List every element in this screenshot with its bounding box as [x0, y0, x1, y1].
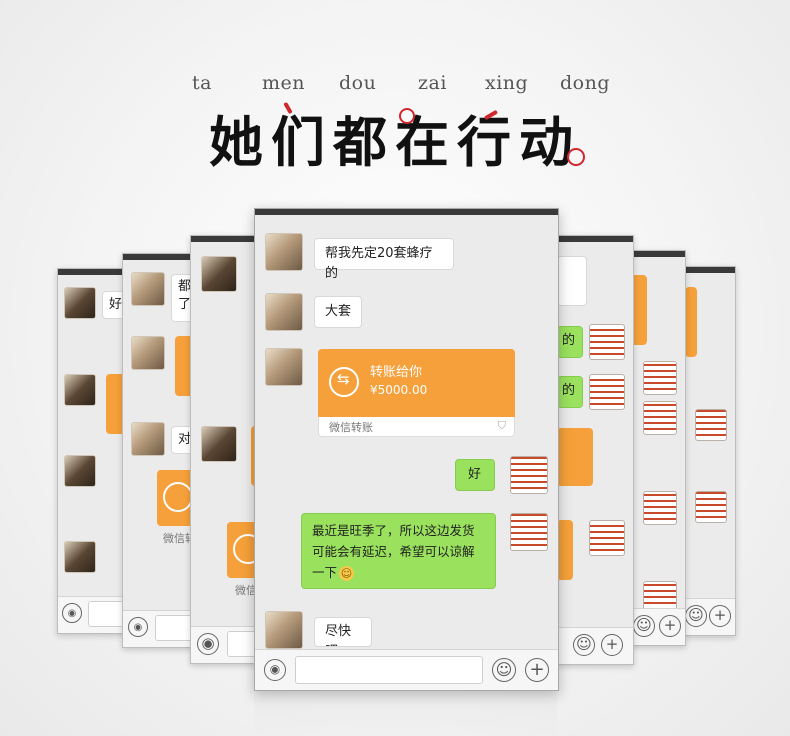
avatar — [265, 233, 303, 271]
title-decoration-circle — [399, 108, 415, 124]
emoji-icon[interactable]: ☺ — [492, 658, 516, 682]
message-text: 的 — [562, 333, 576, 348]
message-text: 好 — [109, 297, 123, 312]
avatar — [643, 401, 677, 435]
message-text: 对 — [178, 432, 192, 447]
pinyin-xing: xing — [485, 72, 529, 94]
avatar — [510, 513, 548, 551]
phone-left-3: 微信 ◉ — [190, 235, 262, 664]
status-bar — [255, 209, 558, 215]
voice-icon[interactable]: ◉ — [128, 617, 148, 637]
transfer-footer-bar: 微信转账 ⛉ — [318, 417, 515, 437]
message-text: 帮我先定20套蜂疗的 — [325, 246, 433, 281]
avatar — [510, 456, 548, 494]
status-bar — [631, 251, 685, 257]
shield-icon: ⛉ — [497, 419, 506, 432]
avatar — [131, 422, 165, 456]
transfer-card — [557, 428, 593, 486]
pinyin-men: men — [262, 72, 305, 94]
message-text: 都 — [178, 279, 192, 294]
avatar — [695, 409, 727, 441]
message-bubble: 帮我先定20套蜂疗的 — [314, 238, 454, 281]
avatar — [265, 611, 303, 649]
status-bar — [685, 267, 735, 273]
avatar — [64, 541, 96, 573]
status-bar — [58, 269, 136, 275]
avatar — [265, 348, 303, 386]
transfer-footer: 微信 — [235, 584, 257, 597]
check-icon — [163, 482, 193, 512]
message-bubble: 好 — [455, 459, 495, 491]
transfer-card — [631, 275, 647, 345]
transfer-amount: ¥5000.00 — [370, 383, 428, 397]
message-text: 了 — [178, 297, 192, 312]
transfer-card[interactable]: ⇆ 转账给你 ¥5000.00 微信转账 ⛉ — [318, 349, 515, 437]
avatar — [589, 324, 625, 360]
pinyin-dong: dong — [560, 72, 611, 94]
avatar — [589, 520, 625, 556]
plus-icon[interactable]: + — [709, 605, 731, 627]
message-text: 好 — [468, 467, 482, 482]
pinyin-dou: dou — [339, 72, 377, 94]
plus-icon[interactable]: + — [601, 634, 623, 656]
message-bubble: 尽快吧 — [314, 617, 372, 647]
avatar — [695, 491, 727, 523]
pinyin-ta: ta — [192, 72, 212, 94]
transfer-card — [685, 287, 697, 357]
avatar — [64, 455, 96, 487]
emoji-icon[interactable]: ☺ — [633, 615, 655, 637]
message-bubble: 大套 — [314, 296, 362, 328]
status-bar — [123, 254, 203, 260]
page-title: 她们都在行动 — [209, 111, 581, 174]
message-bubble — [557, 256, 587, 306]
status-bar — [557, 236, 633, 242]
check-icon — [233, 534, 261, 564]
pinyin-zai: zai — [418, 72, 447, 94]
smile-emoji-icon: ☺ — [339, 566, 355, 581]
message-bubble: 的 — [557, 326, 583, 358]
title-decoration-circle — [567, 148, 585, 166]
input-bar: ☺ + — [557, 627, 633, 664]
message-bubble: 的 — [557, 376, 583, 408]
plus-icon[interactable]: + — [659, 615, 681, 637]
voice-icon[interactable]: ◉ — [197, 633, 219, 655]
phone-far-right: ☺ + — [684, 266, 736, 636]
transfer-footer: 微信转 — [163, 532, 196, 545]
phone-center: 帮我先定20套蜂疗的 大套 ⇆ 转账给你 ¥5000.00 微信转账 ⛉ 好 最… — [254, 208, 559, 691]
avatar — [643, 491, 677, 525]
transfer-card — [557, 520, 573, 580]
phone-right-1: 的 的 ☺ + — [556, 235, 634, 665]
avatar — [64, 374, 96, 406]
avatar — [131, 272, 165, 306]
avatar — [64, 287, 96, 319]
message-text: 大套 — [325, 304, 352, 319]
avatar — [643, 361, 677, 395]
message-text: 的 — [562, 383, 576, 398]
avatar — [131, 336, 165, 370]
avatar — [201, 256, 237, 292]
avatar — [589, 374, 625, 410]
message-text: 最近是旺季了，所以这边发货可能会有延迟，希望可以谅解一下 — [312, 523, 475, 580]
transfer-footer: 微信转账 — [329, 421, 373, 434]
input-bar: ☺ + — [685, 598, 735, 635]
avatar — [201, 426, 237, 462]
voice-icon[interactable]: ◉ — [264, 659, 286, 681]
transfer-title: 转账给你 — [370, 365, 423, 380]
voice-icon[interactable]: ◉ — [62, 603, 82, 623]
plus-icon[interactable]: + — [525, 658, 549, 682]
phone-right-2: ☺ + — [630, 250, 686, 646]
input-bar: ◉ ☺ + — [255, 649, 558, 690]
message-bubble: 最近是旺季了，所以这边发货可能会有延迟，希望可以谅解一下☺ — [301, 513, 496, 589]
status-bar — [191, 236, 261, 242]
emoji-icon[interactable]: ☺ — [685, 605, 707, 627]
message-text: 尽快吧 — [325, 624, 352, 646]
message-input[interactable] — [295, 656, 483, 684]
input-bar: ☺ + — [631, 608, 685, 645]
reflection — [254, 692, 557, 736]
input-bar: ◉ — [191, 626, 261, 663]
transfer-card-body: ⇆ 转账给你 ¥5000.00 — [318, 349, 515, 417]
avatar — [265, 293, 303, 331]
emoji-icon[interactable]: ☺ — [573, 634, 595, 656]
transfer-icon: ⇆ — [329, 367, 359, 397]
